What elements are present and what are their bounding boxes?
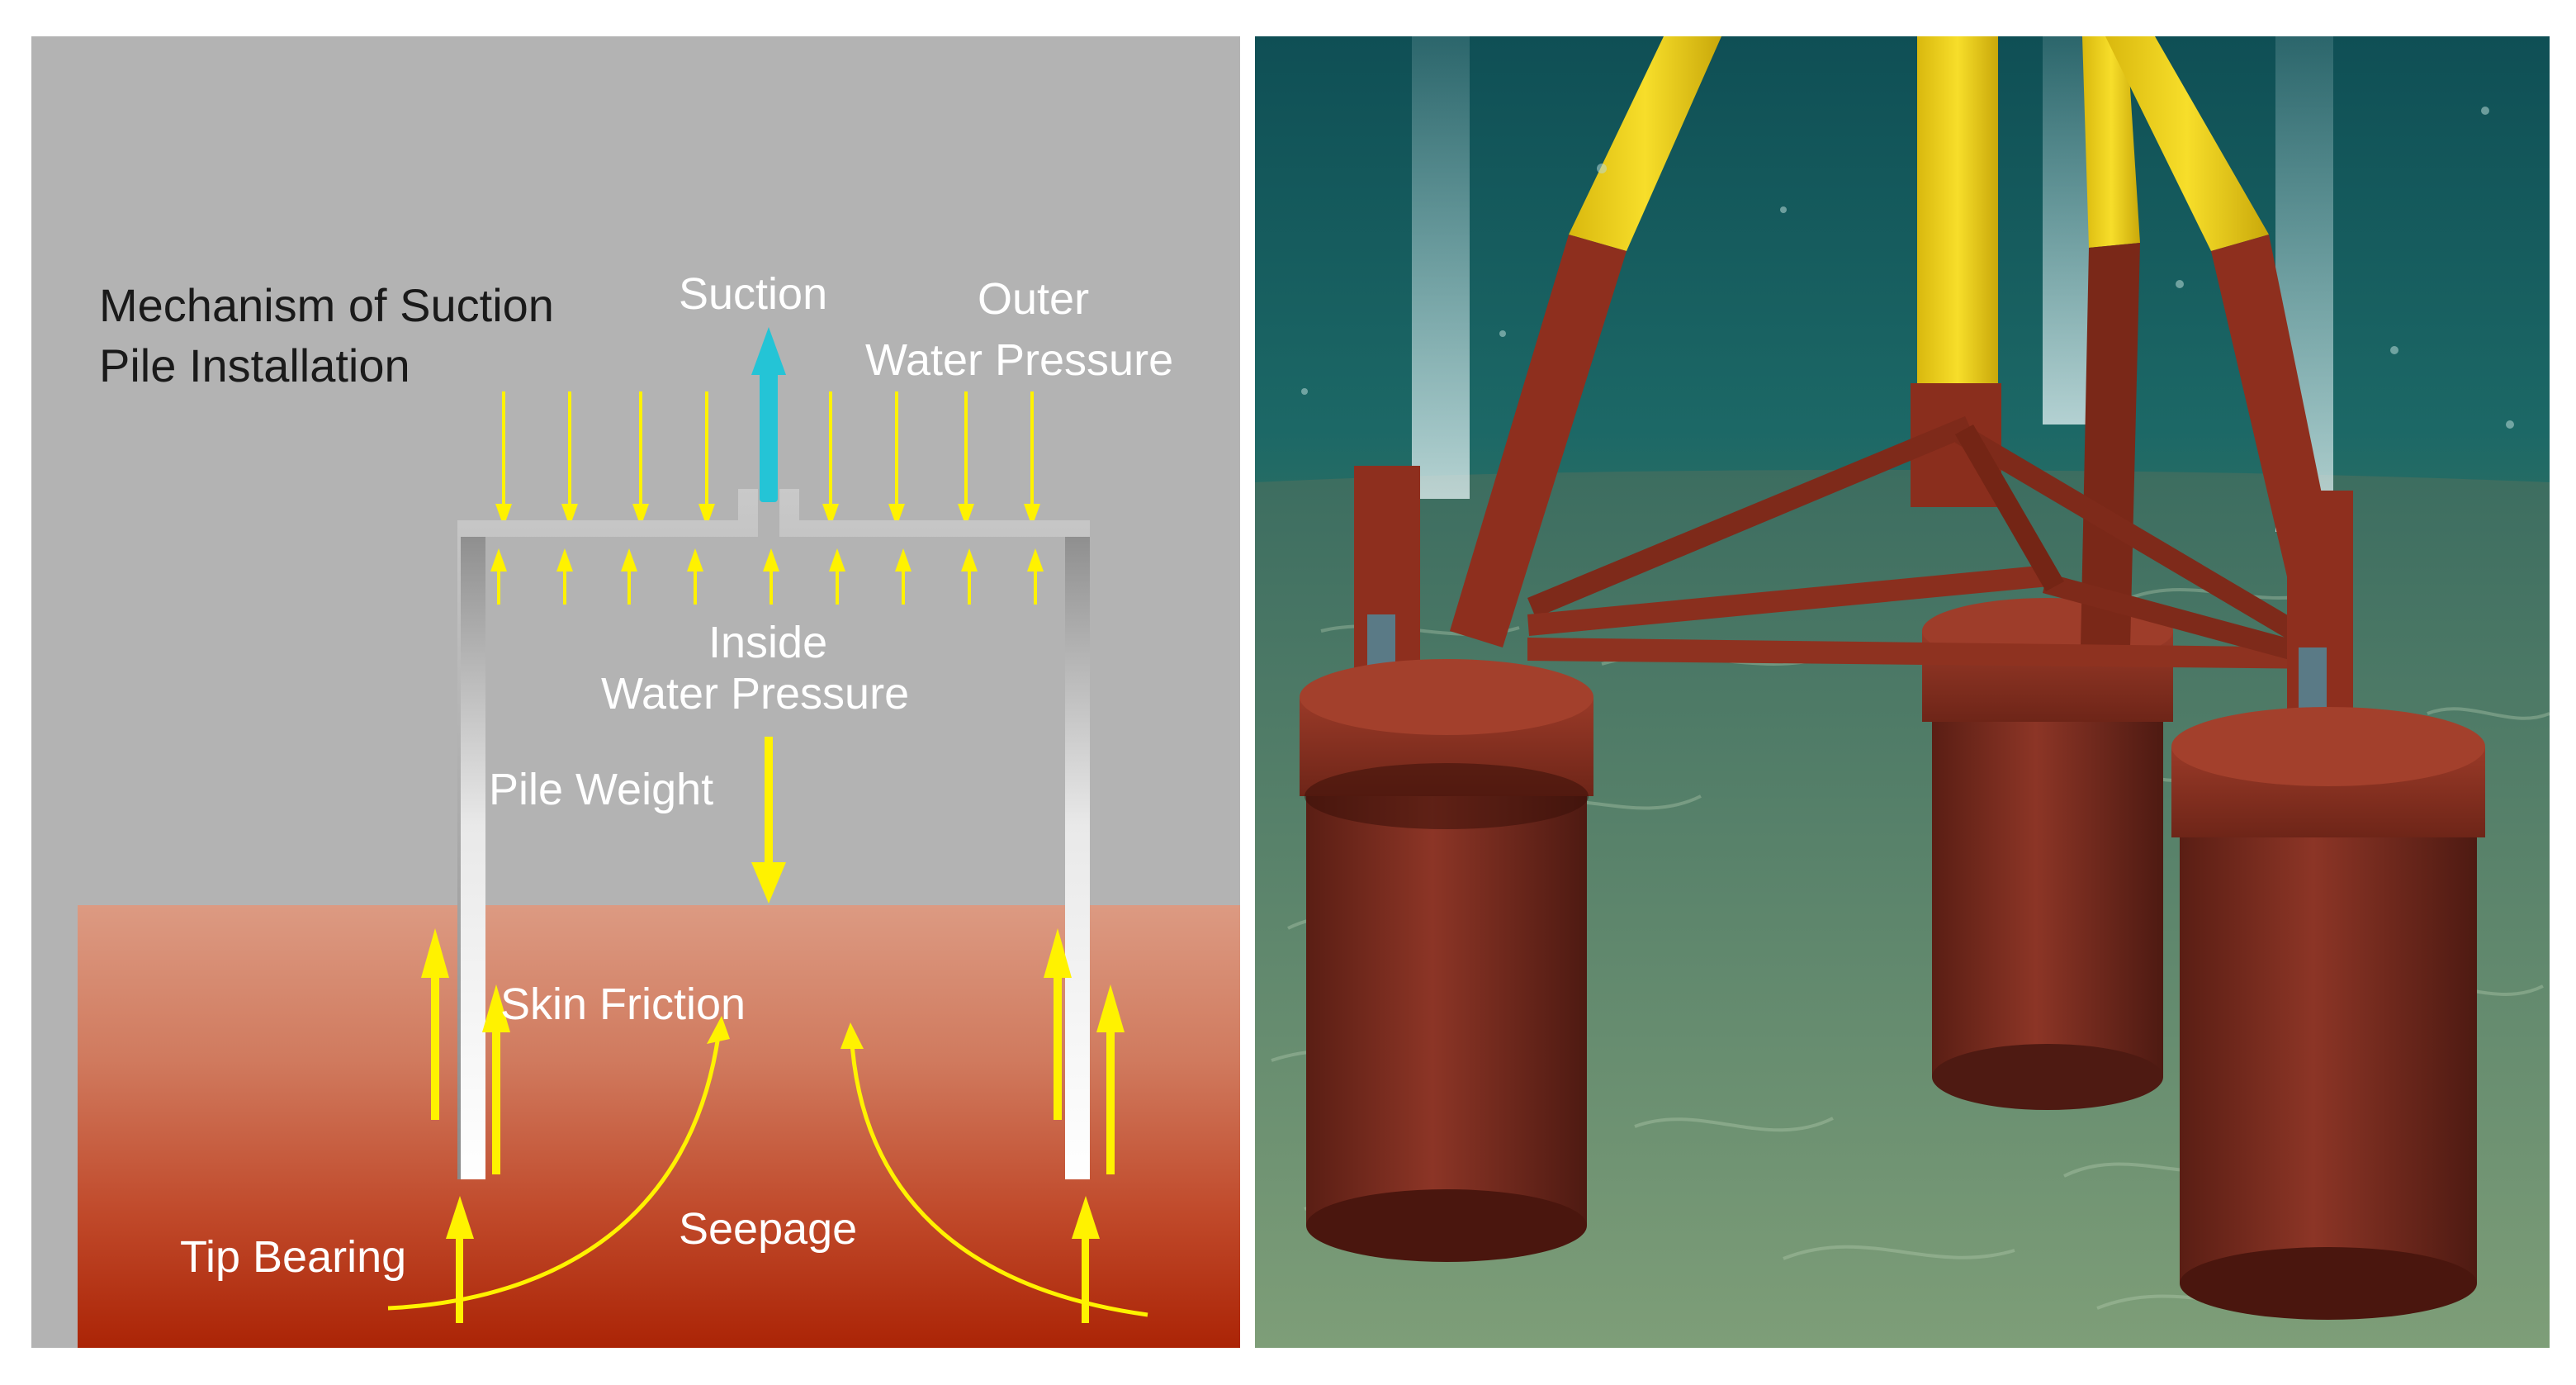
mechanism-diagram: Mechanism of Suction Pile Installation	[31, 36, 1240, 1348]
pile-weight-label: Pile Weight	[489, 765, 713, 814]
mechanism-diagram-panel: Mechanism of Suction Pile Installation	[31, 36, 1240, 1348]
inside-pressure-label-line2: Water Pressure	[601, 669, 909, 719]
brace	[1955, 425, 2328, 657]
skin-friction-arrows	[421, 928, 1125, 1174]
leg-rust-left	[1450, 235, 1627, 647]
suction-bucket-center	[1922, 598, 2173, 1110]
outer-arrow	[822, 391, 839, 527]
bubble-stream-center	[2043, 36, 2089, 425]
outer-pressure-arrows	[495, 391, 1040, 527]
seepage-curve-left	[387, 1035, 721, 1311]
inside-arrow	[490, 548, 507, 605]
outer-arrow	[1024, 391, 1040, 527]
outer-pressure-label-line2: Water Pressure	[865, 335, 1173, 385]
pile-weight-arrow	[751, 737, 786, 904]
central-column-yellow	[1917, 36, 1998, 383]
outer-arrow	[958, 391, 974, 527]
skin-friction-arrow	[1044, 928, 1072, 1120]
inside-arrow	[1027, 548, 1044, 605]
inside-arrow	[829, 548, 845, 605]
inside-arrow	[556, 548, 573, 605]
leg-yellow-left	[1569, 36, 1721, 251]
leg-yellow-back	[2082, 36, 2140, 248]
bubble-stream-left	[1412, 36, 1470, 499]
inside-arrow	[687, 548, 703, 605]
brace	[2043, 573, 2328, 669]
brace	[1527, 638, 2328, 669]
tip-bearing-arrow	[446, 1196, 474, 1323]
inside-arrow	[961, 548, 978, 605]
leg-rust-back	[2081, 243, 2140, 647]
skin-friction-arrow	[421, 928, 449, 1120]
suction-label: Suction	[679, 269, 827, 319]
tripod-render-panel	[1255, 36, 2550, 1348]
outer-arrow	[495, 391, 512, 527]
seabed-soil	[78, 905, 1240, 1348]
suction-bucket	[457, 489, 1090, 1179]
suction-arrow	[751, 327, 786, 502]
inside-pressure-label-line1: Inside	[708, 618, 827, 667]
seepage-flow	[387, 1016, 1148, 1317]
outer-arrow	[632, 391, 649, 527]
tip-bearing-arrow	[1072, 1196, 1100, 1323]
brace	[1527, 416, 1973, 618]
skin-friction-arrow	[1096, 984, 1125, 1174]
diagram-title-line1: Mechanism of Suction	[99, 279, 554, 331]
seepage-curve-right	[850, 1043, 1148, 1317]
suction-bucket-right	[2171, 491, 2485, 1320]
inside-pressure-arrows	[490, 548, 1044, 605]
diagram-title-line2: Pile Installation	[99, 339, 410, 391]
skin-friction-label: Skin Friction	[500, 979, 746, 1029]
skin-friction-arrow	[482, 984, 510, 1174]
brace	[1527, 565, 2049, 636]
suction-bucket-left	[1300, 466, 1593, 1262]
outer-pressure-label-line1: Outer	[978, 274, 1089, 324]
tripod-jacket	[1450, 36, 2353, 669]
seepage-label: Seepage	[679, 1204, 857, 1254]
floating-particles	[1301, 107, 2514, 429]
bucket-wall-left	[461, 537, 485, 1179]
brace	[1955, 425, 2064, 591]
outer-arrow	[698, 391, 715, 527]
outer-arrow	[561, 391, 578, 527]
inside-arrow	[763, 548, 779, 605]
inside-arrow	[895, 548, 912, 605]
leg-yellow-right	[2105, 36, 2269, 251]
tip-bearing-label: Tip Bearing	[180, 1232, 406, 1282]
bucket-wall-right	[1065, 537, 1090, 1179]
tripod-render	[1255, 36, 2550, 1348]
inside-arrow	[621, 548, 637, 605]
outer-arrow	[888, 391, 905, 527]
tip-bearing-arrows	[446, 1196, 1100, 1323]
